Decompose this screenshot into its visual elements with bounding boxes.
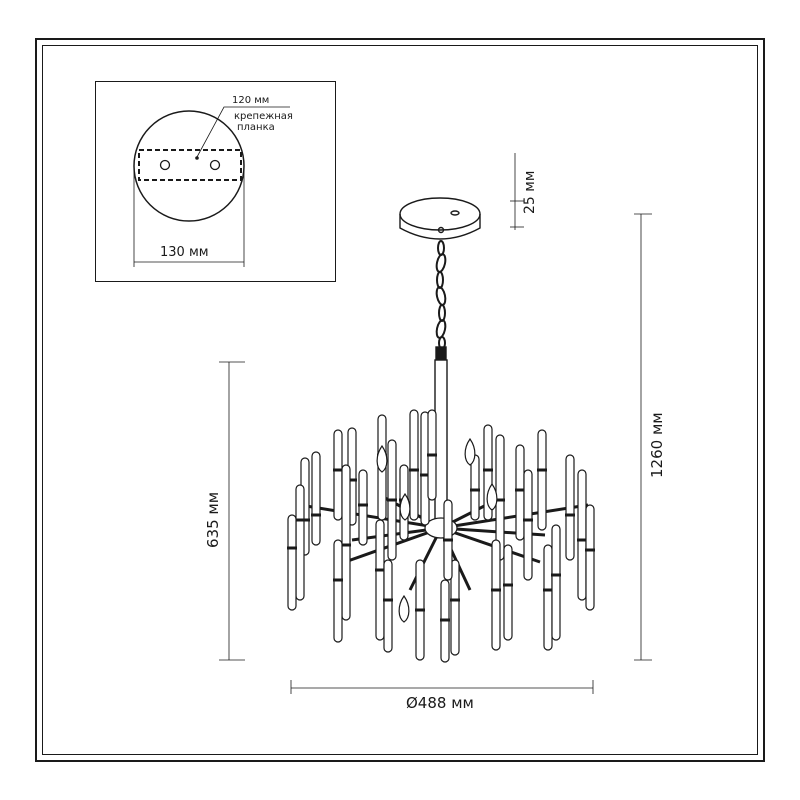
chandelier-body: [287, 409, 595, 663]
diameter-dimension: [290, 680, 594, 694]
body-height-label: 635 мм: [204, 492, 222, 548]
glass-rod: [543, 544, 553, 651]
glass-rod: [311, 451, 321, 546]
candle-bulb: [486, 482, 498, 511]
glass-rod: [577, 469, 587, 601]
glass-rod: [515, 444, 525, 541]
total-height-label: 1260 мм: [648, 412, 666, 478]
canopy-height-label: 25 мм: [522, 171, 538, 214]
glass-rod: [383, 559, 393, 653]
plate-width-label: 120 мм: [232, 95, 269, 106]
candle-bulb: [398, 594, 410, 623]
glass-rod: [341, 464, 351, 621]
glass-rod: [491, 539, 501, 651]
canopy-side-view: [399, 197, 481, 240]
glass-rod: [295, 484, 305, 601]
inner-frame: [42, 45, 758, 755]
candle-bulb: [376, 444, 388, 473]
mounting-plate-label-line2: планка: [237, 122, 275, 133]
glass-rod: [375, 519, 385, 641]
glass-rod: [470, 454, 480, 521]
canopy-diameter-label: 130 мм: [160, 245, 209, 260]
glass-rod: [551, 524, 561, 641]
glass-rod: [358, 469, 368, 546]
chandelier-arm: [408, 527, 443, 591]
candle-bulb: [464, 437, 476, 466]
glass-rod: [565, 454, 575, 561]
body-height-dimension: [219, 361, 245, 661]
canopy-top-view: [133, 106, 290, 267]
canopy-height-dimension: [510, 153, 524, 230]
outer-frame: [35, 38, 765, 762]
chain: [435, 240, 447, 350]
glass-rod: [523, 469, 533, 581]
glass-rod: [333, 429, 343, 521]
glass-rod: [333, 539, 343, 643]
total-height-dimension: [634, 213, 652, 661]
glass-rod: [450, 559, 460, 656]
glass-rod: [409, 409, 419, 521]
glass-rod: [585, 504, 595, 611]
candle-bulb: [399, 492, 411, 521]
chandelier-arm: [440, 503, 589, 530]
glass-rod: [537, 429, 547, 531]
glass-rod: [287, 514, 297, 611]
chandelier-arm: [299, 503, 442, 530]
mounting-plate-label-line1: крепежная: [234, 111, 293, 122]
canopy-inset-box: [95, 81, 336, 282]
glass-rod: [503, 544, 513, 641]
diameter-label: Ø488 мм: [406, 694, 474, 712]
